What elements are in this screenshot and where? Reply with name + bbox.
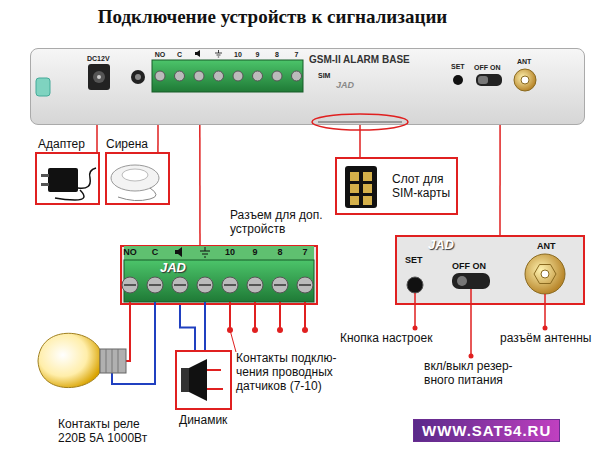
sim-slot-box: Слот для SIM-карты (335, 157, 458, 215)
terminal-label: 10 (225, 247, 235, 257)
logo-mark: JAD (428, 238, 454, 253)
terminal-label: C (177, 51, 182, 59)
node-text: Разъем для доп. устройств (230, 209, 330, 237)
terminal-label: 7 (295, 51, 299, 59)
terminal-label: 7 (302, 247, 307, 257)
terminal-label: 10 (234, 51, 242, 59)
callout-line (96, 125, 98, 152)
port-label: DC12V (87, 55, 110, 63)
adapter-box: Адаптер (35, 152, 100, 205)
callout-line (499, 125, 501, 235)
terminal-label: 8 (277, 247, 282, 257)
node-text: GSM-II ALARM BASE (309, 54, 410, 66)
device-marking: OFF ON (474, 64, 500, 72)
node-text: Динамик (179, 414, 227, 428)
speaker-image (181, 359, 223, 401)
connector-zoom-box: Разъем для доп. устройств (120, 245, 318, 305)
logo-mark: JAD (336, 80, 354, 90)
callout-text: Контакты подклю- чения проводных датчико… (236, 352, 348, 393)
terminal-label: NO (155, 51, 166, 59)
callout-line (359, 125, 361, 157)
device-marking: SET (451, 63, 465, 71)
terminal-label: 9 (252, 247, 257, 257)
node-text: Слот для SIM-карты (392, 173, 458, 201)
callout-text: разъём антенны (500, 332, 591, 346)
callout-text: Кнопка настроек (340, 332, 432, 346)
callout-line (180, 305, 195, 350)
node-text: Сирена (106, 138, 148, 152)
node-text: ANT (537, 241, 556, 251)
device-marking: SIM (318, 72, 330, 80)
callout-line (157, 125, 159, 152)
title: Подключение устройств к сигнализации (0, 6, 545, 28)
antenna-zoom-box: SET OFF ON ANT (395, 235, 585, 305)
node-text: OFF ON (452, 261, 486, 271)
siren-box: Сирена (105, 152, 170, 205)
logo-mark: JAD (160, 261, 186, 276)
terminal-label: C (152, 247, 159, 257)
callout-text: Контакты реле 220В 5А 1000Вт (58, 418, 158, 446)
terminal-label: 9 (256, 51, 260, 59)
terminal-label: 8 (275, 51, 279, 59)
device-marking: ANT (517, 58, 531, 66)
callout-text: вкл/выкл резер- вного питания (424, 360, 524, 388)
node-text: SET (405, 255, 423, 265)
lamp-image (38, 333, 126, 387)
device-base: GSM-II ALARM BASE (30, 48, 585, 125)
node-text: Адаптер (38, 138, 85, 152)
callout-line (199, 125, 201, 245)
speaker-box: Динамик (175, 350, 232, 410)
terminal-label: NO (123, 247, 137, 257)
watermark: WWW.SAT54.RU (413, 419, 560, 442)
